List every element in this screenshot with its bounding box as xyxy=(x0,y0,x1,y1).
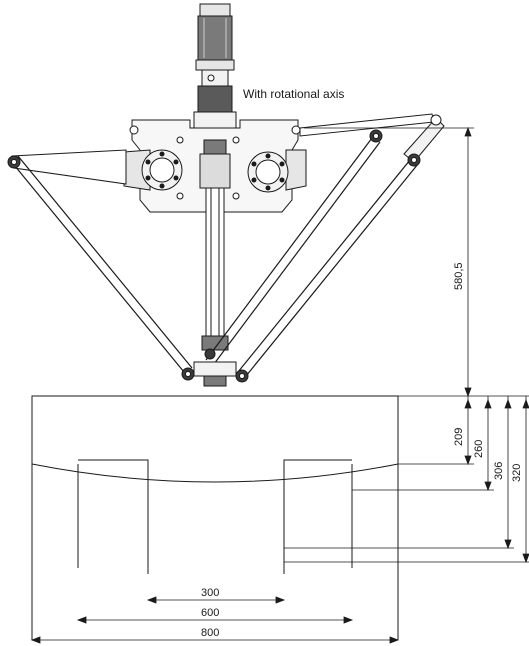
vertical-dimension-lines xyxy=(464,126,529,564)
caption-rotational-axis: With rotational axis xyxy=(243,87,344,101)
dim-label-reach-height: 580,5 xyxy=(453,262,465,290)
horizontal-dimension-lines xyxy=(30,596,400,644)
dim-label-800: 800 xyxy=(201,627,219,639)
upper-arm-left xyxy=(11,149,127,185)
rotational-axis-motor xyxy=(193,3,237,141)
lower-rods xyxy=(9,137,419,377)
left-drive-flange xyxy=(123,149,183,191)
right-drive-flange xyxy=(247,149,307,193)
dim-label-600: 600 xyxy=(201,607,219,619)
dim-label-320: 320 xyxy=(511,464,523,482)
dim-label-306: 306 xyxy=(493,462,505,480)
center-telescopic-shaft xyxy=(199,139,231,351)
dim-label-260: 260 xyxy=(473,440,485,458)
ball-joints xyxy=(7,114,442,383)
workspace-envelope xyxy=(31,395,399,640)
dim-label-300: 300 xyxy=(201,587,219,599)
end-effector xyxy=(193,361,237,387)
extension-lines xyxy=(284,127,529,563)
dim-label-209: 209 xyxy=(453,428,465,446)
